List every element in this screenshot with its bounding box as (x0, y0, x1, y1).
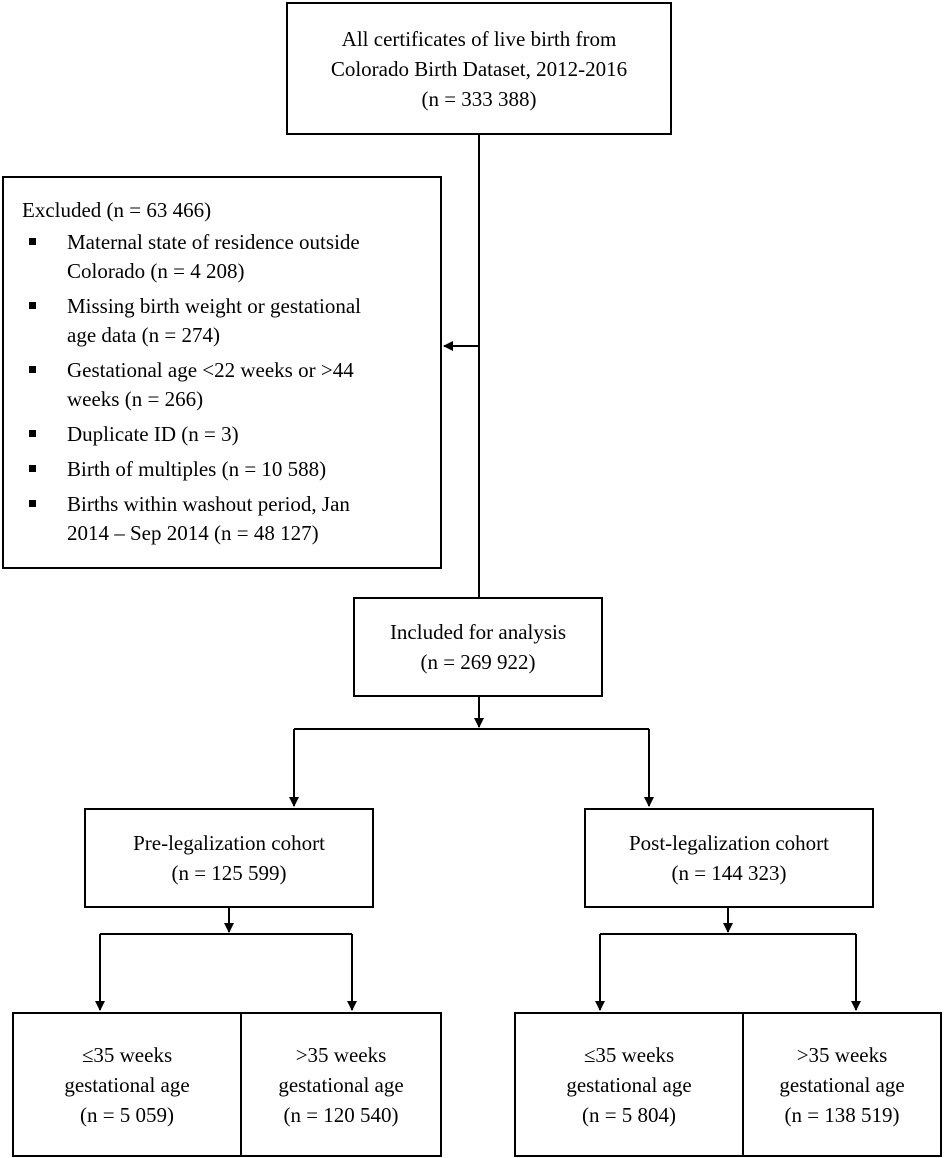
square-bullet-icon (29, 238, 36, 245)
exclusion-item-line2: age data (n = 274) (67, 323, 220, 347)
exclusion-item-line2: weeks (n = 266) (67, 387, 204, 411)
all-certificates-line1: All certificates of live birth from (341, 26, 617, 51)
exclusion-item-line1: Missing birth weight or gestational (67, 294, 361, 318)
all-certificates-count: (n = 333 388) (421, 86, 537, 111)
exclusion-item-line1: Births within washout period, Jan (67, 492, 350, 516)
exclusion-list: Maternal state of residence outside Colo… (22, 228, 361, 554)
exclusion-item-duplicate-id: Duplicate ID (n = 3) (22, 420, 361, 449)
pre-le35-line1: ≤35 weeks (81, 1042, 173, 1067)
exclusion-item-line2: Colorado (n = 4 208) (67, 259, 245, 283)
post-legalization-box: Post-legalization cohort (n = 144 323) (584, 808, 874, 908)
pre-legalization-label: Pre-legalization cohort (133, 831, 325, 855)
pre-gt35-line2: gestational age (278, 1072, 404, 1097)
pre-gt35-line1: >35 weeks (295, 1042, 387, 1067)
exclusion-item-residence: Maternal state of residence outside Colo… (22, 228, 361, 286)
exclusion-item-missing-data: Missing birth weight or gestational age … (22, 292, 361, 350)
exclusion-item-line2: 2014 – Sep 2014 (n = 48 127) (67, 521, 319, 545)
pre-gt35-count: (n = 120 540) (283, 1102, 399, 1127)
square-bullet-icon (29, 465, 36, 472)
pre-le35-count: (n = 5 059) (79, 1102, 175, 1127)
exclusion-item-line1: Duplicate ID (n = 3) (67, 422, 239, 446)
exclusion-item-gestational-age: Gestational age <22 weeks or >44 weeks (… (22, 356, 361, 414)
pre-le35-box: ≤35 weeks gestational age (n = 5 059) (12, 1012, 242, 1157)
post-le35-count: (n = 5 804) (581, 1102, 677, 1127)
square-bullet-icon (29, 302, 36, 309)
post-gt35-line2: gestational age (779, 1072, 905, 1097)
pre-legalization-box: Pre-legalization cohort (n = 125 599) (84, 808, 374, 908)
excluded-title: Excluded (n = 63 466) (22, 198, 212, 222)
square-bullet-icon (29, 500, 36, 507)
exclusion-item-line1: Maternal state of residence outside (67, 230, 360, 254)
exclusion-item-line1: Gestational age <22 weeks or >44 (67, 358, 354, 382)
square-bullet-icon (29, 430, 36, 437)
all-certificates-line2: Colorado Birth Dataset, 2012-2016 (330, 56, 628, 81)
post-legalization-label: Post-legalization cohort (628, 831, 830, 855)
post-gt35-box: >35 weeks gestational age (n = 138 519) (742, 1012, 942, 1157)
post-gt35-count: (n = 138 519) (784, 1102, 900, 1127)
included-label: Included for analysis (389, 620, 567, 644)
included-count: (n = 269 922) (420, 650, 536, 674)
post-le35-box: ≤35 weeks gestational age (n = 5 804) (514, 1012, 744, 1157)
post-le35-line2: gestational age (566, 1072, 692, 1097)
exclusion-item-line1: Birth of multiples (n = 10 588) (67, 457, 327, 481)
pre-gt35-box: >35 weeks gestational age (n = 120 540) (240, 1012, 442, 1157)
pre-le35-line2: gestational age (64, 1072, 190, 1097)
included-box: Included for analysis (n = 269 922) (353, 597, 603, 697)
exclusion-item-washout: Births within washout period, Jan 2014 –… (22, 490, 361, 548)
pre-legalization-count: (n = 125 599) (171, 861, 287, 885)
all-certificates-box: All certificates of live birth from Colo… (286, 2, 672, 135)
excluded-box: Excluded (n = 63 466) Maternal state of … (2, 176, 442, 569)
square-bullet-icon (29, 366, 36, 373)
post-le35-line1: ≤35 weeks (583, 1042, 675, 1067)
post-gt35-line1: >35 weeks (796, 1042, 888, 1067)
post-legalization-count: (n = 144 323) (671, 861, 787, 885)
exclusion-item-multiples: Birth of multiples (n = 10 588) (22, 455, 361, 484)
